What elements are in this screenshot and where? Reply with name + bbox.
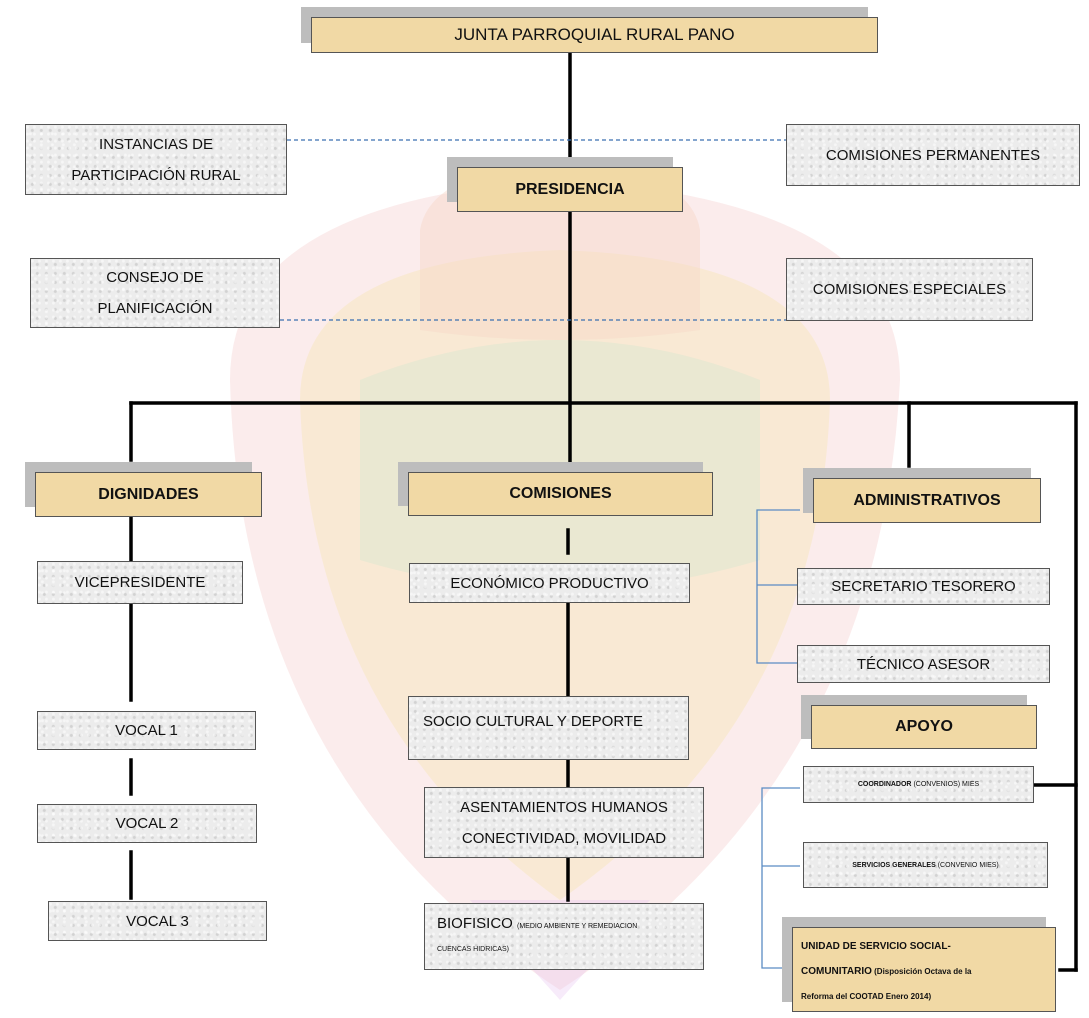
node-administrativos-label: ADMINISTRATIVOS: [853, 491, 1001, 509]
node-vocal-3: VOCAL 3: [48, 901, 267, 941]
node-dignidades-label: DIGNIDADES: [98, 485, 199, 503]
node-unidad-line2b: (Disposición Octava de la: [871, 967, 972, 976]
node-socio-label: SOCIO CULTURAL Y DEPORTE: [423, 713, 644, 730]
node-unidad-line3: Reforma del COOTAD Enero 2014): [801, 992, 932, 1001]
node-instancias-line1: INSTANCIAS DE: [99, 135, 213, 153]
node-vocal-2-label: VOCAL 2: [115, 815, 179, 832]
node-apoyo: APOYO: [811, 705, 1037, 749]
node-unidad-line1: UNIDAD DE SERVICIO SOCIAL-: [801, 941, 951, 952]
node-junta-label: JUNTA PARROQUIAL RURAL PANO: [454, 25, 735, 44]
node-unidad-line2a: COMUNITARIO: [801, 966, 872, 977]
node-coordinador-label: COORDINADOR: [857, 781, 912, 788]
node-economico-label: ECONÓMICO PRODUCTIVO: [450, 574, 649, 592]
node-tecnico-asesor: TÉCNICO ASESOR: [797, 645, 1050, 683]
node-vocal-2: VOCAL 2: [37, 804, 257, 843]
node-servicios-generales: SERVICIOS GENERALES (CONVENIO MIES): [803, 842, 1048, 888]
node-secretario-tesorero: SECRETARIO TESORERO: [797, 568, 1050, 605]
node-biofisico-label: BIOFISICO: [437, 915, 513, 932]
node-apoyo-label: APOYO: [895, 718, 953, 735]
node-coordinador: COORDINADOR (CONVENIOS) MIES: [803, 766, 1034, 803]
node-presidencia: PRESIDENCIA: [457, 167, 683, 212]
node-biofisico: BIOFISICO (MEDIO AMBIENTE Y REMEDIACION …: [424, 903, 704, 970]
node-asentamientos-humanos: ASENTAMIENTOS HUMANOS CONECTIVIDAD, MOVI…: [424, 787, 704, 858]
node-consejo-line2: PLANIFICACIÓN: [97, 300, 213, 317]
node-administrativos: ADMINISTRATIVOS: [813, 478, 1041, 523]
node-unidad-servicio-social: UNIDAD DE SERVICIO SOCIAL- COMUNITARIO (…: [792, 927, 1056, 1012]
node-vicepresidente-label: VICEPRESIDENTE: [74, 574, 206, 591]
bracket-administrativos: [756, 509, 800, 664]
node-asentamientos-line1: ASENTAMIENTOS HUMANOS: [460, 798, 668, 816]
node-junta-parroquial: JUNTA PARROQUIAL RURAL PANO: [311, 17, 878, 53]
node-servicios-label: SERVICIOS GENERALES: [852, 861, 936, 869]
node-comisiones-permanentes-label: COMISIONES PERMANENTES: [825, 146, 1041, 164]
node-biofisico-note-2: CUENCAS HIDRICAS): [437, 946, 509, 953]
node-asentamientos-line2: CONECTIVIDAD, MOVILIDAD: [461, 829, 667, 847]
node-instancias-line2: PARTICIPACIÓN RURAL: [71, 166, 241, 184]
node-servicios-note: (CONVENIO MIES): [937, 861, 999, 869]
node-economico-productivo: ECONÓMICO PRODUCTIVO: [409, 563, 690, 603]
bracket-apoyo: [761, 787, 800, 969]
node-vocal-1-label: VOCAL 1: [115, 722, 178, 739]
node-consejo-planificacion: CONSEJO DE PLANIFICACIÓN: [30, 258, 280, 328]
node-comisiones-label: COMISIONES: [509, 485, 612, 502]
node-secretario-label: SECRETARIO TESORERO: [831, 578, 1016, 595]
node-tecnico-label: TÉCNICO ASESOR: [856, 655, 991, 673]
node-comisiones-permanentes: COMISIONES PERMANENTES: [786, 124, 1080, 186]
node-comisiones-especiales: COMISIONES ESPECIALES: [786, 258, 1033, 321]
node-coordinador-note: (CONVENIOS) MIES: [913, 781, 980, 788]
node-vocal-1: VOCAL 1: [37, 711, 256, 750]
node-presidencia-label: PRESIDENCIA: [515, 180, 625, 198]
node-vocal-3-label: VOCAL 3: [126, 912, 189, 930]
node-dignidades: DIGNIDADES: [35, 472, 262, 517]
node-vicepresidente: VICEPRESIDENTE: [37, 561, 243, 604]
node-consejo-line1: CONSEJO DE: [106, 269, 204, 286]
node-comisiones-especiales-label: COMISIONES ESPECIALES: [812, 281, 1007, 298]
node-socio-cultural: SOCIO CULTURAL Y DEPORTE: [408, 696, 689, 760]
node-biofisico-note-1: (MEDIO AMBIENTE Y REMEDIACION: [517, 923, 638, 930]
node-instancias-participacion: INSTANCIAS DE PARTICIPACIÓN RURAL: [25, 124, 287, 195]
node-comisiones: COMISIONES: [408, 472, 713, 516]
